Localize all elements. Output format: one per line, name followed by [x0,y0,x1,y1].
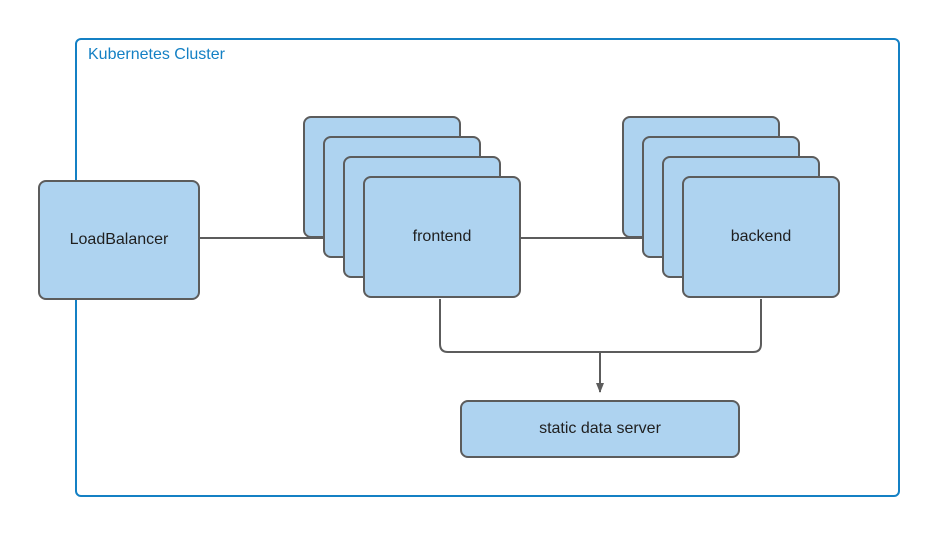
node-backend-label: backend [730,228,792,245]
node-loadbalancer[interactable]: LoadBalancer [38,180,200,300]
node-static-data-server-label: static data server [539,420,661,437]
node-backend[interactable]: backend [622,116,840,298]
node-loadbalancer-label: LoadBalancer [69,231,169,248]
node-static-data-server[interactable]: static data server [460,400,740,458]
node-frontend[interactable]: frontend [303,116,521,298]
kubernetes-cluster-label: Kubernetes Cluster [88,46,225,63]
node-backend-front-card[interactable]: backend [682,176,840,298]
node-frontend-label: frontend [412,228,472,245]
node-frontend-front-card[interactable]: frontend [363,176,521,298]
